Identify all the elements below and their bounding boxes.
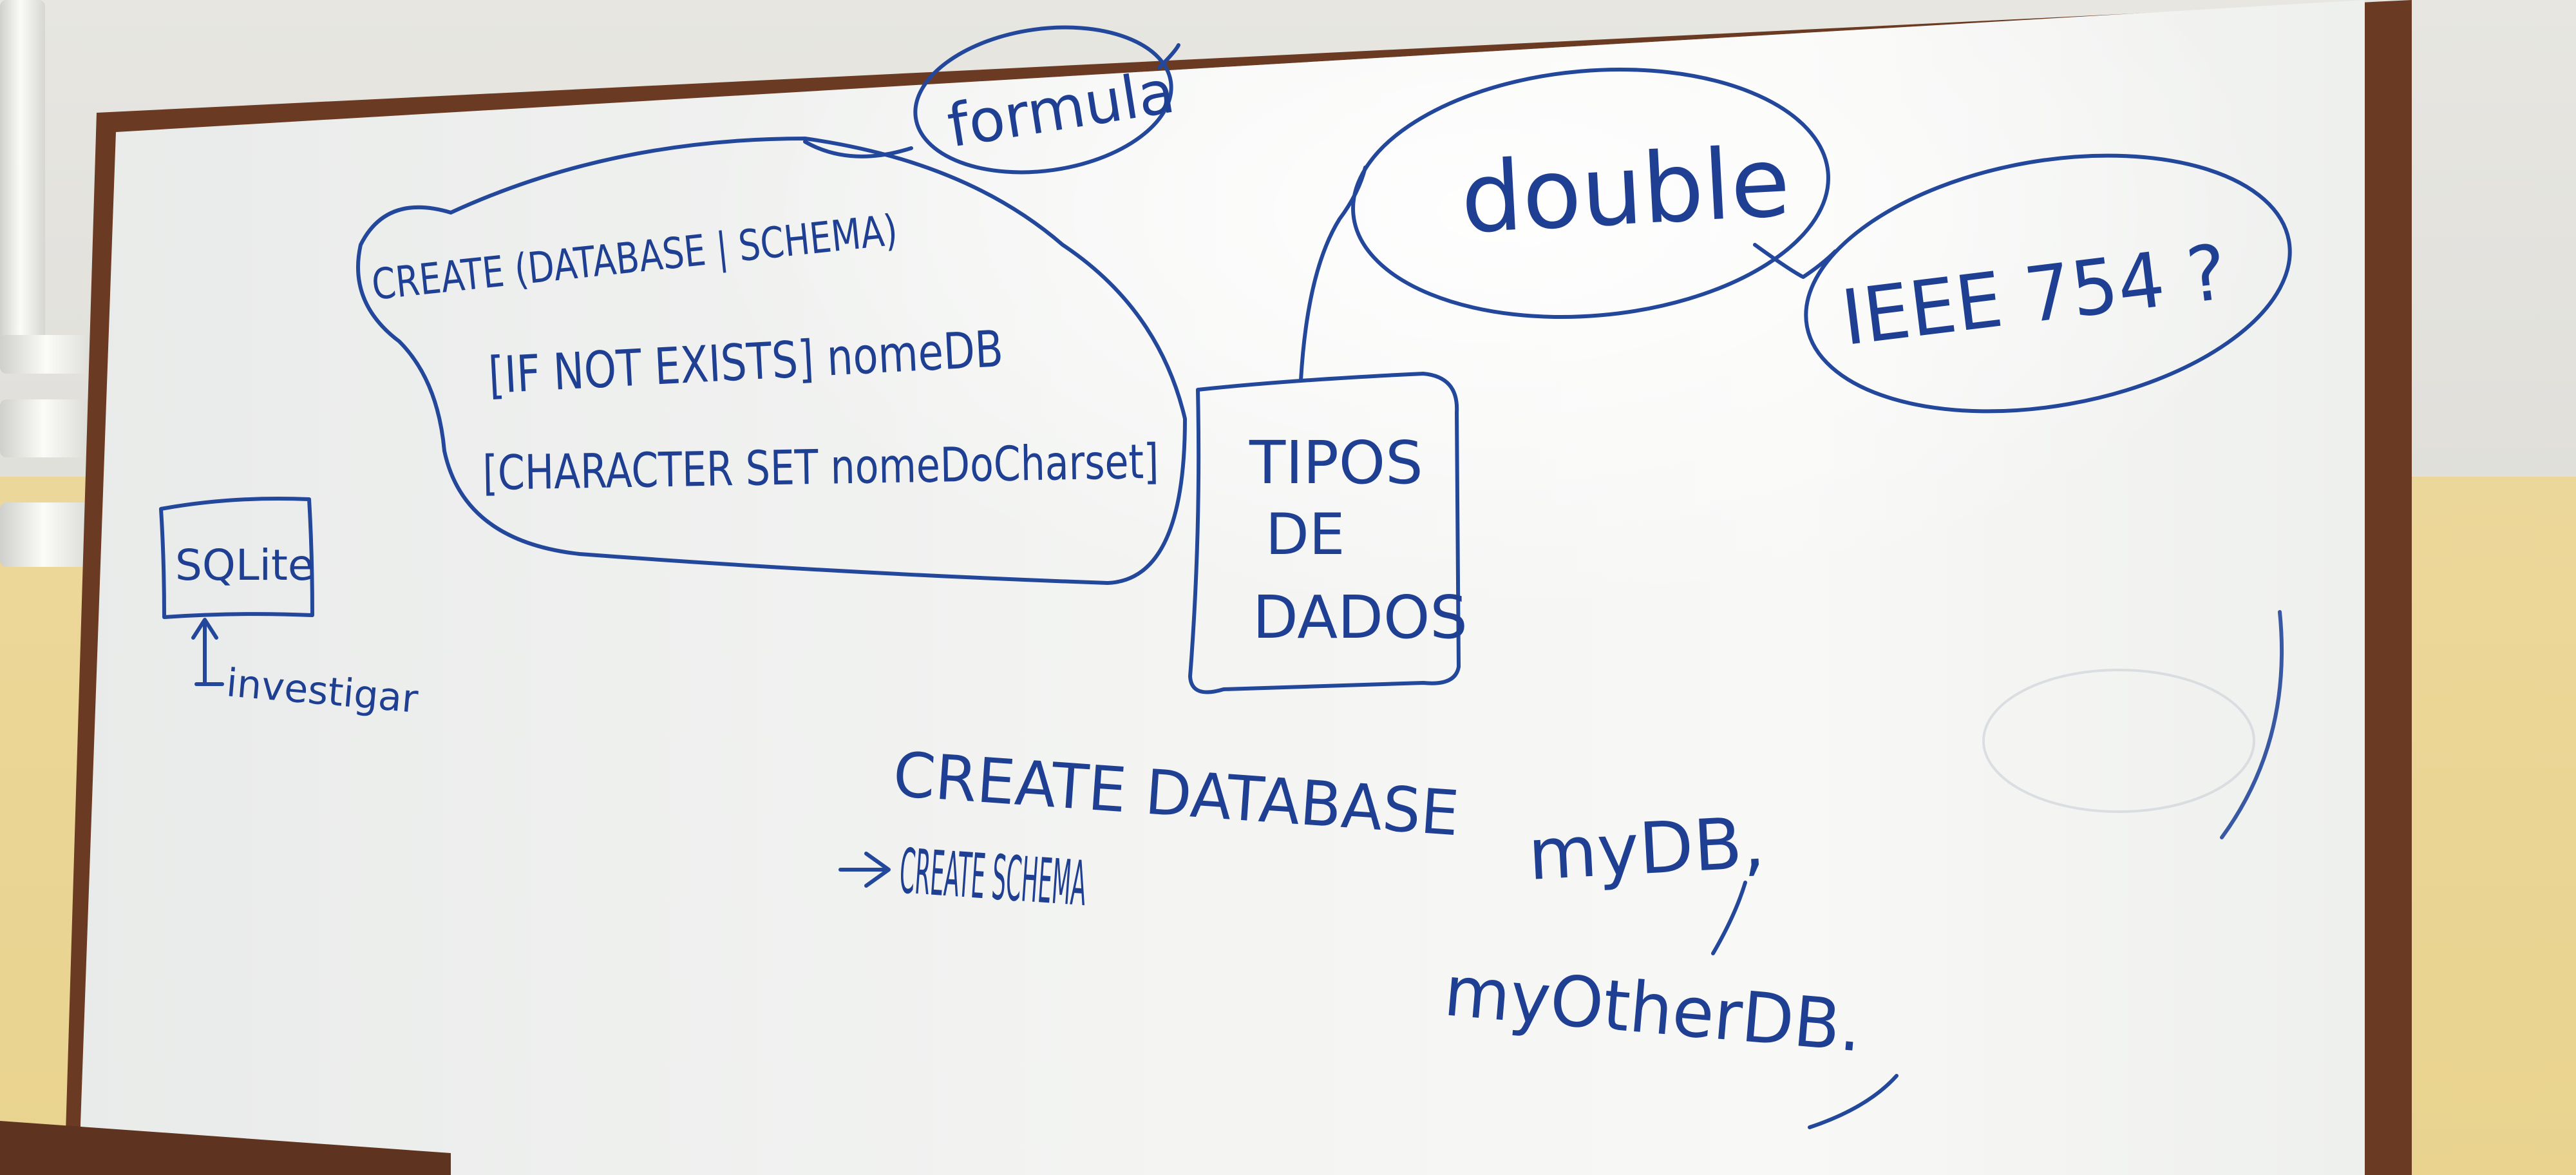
stray-marker-stroke [2220,610,2284,839]
formula-connector [803,140,913,158]
create-syntax-line-3: [CHARACTER SET nomeDoCharset] [482,434,1159,501]
create-syntax-outline [356,137,1187,585]
example-arrow [838,852,891,888]
wall-pipe-vertical [0,0,45,348]
sqlite-label: SQLite [175,540,314,590]
ieee-bubble [1804,153,2292,414]
tipos-line-2: DE [1265,501,1345,568]
formula-bubble [913,25,1173,175]
wall-pipe-joint [0,335,103,374]
double-bubble [1351,67,1830,320]
erased-ghost-mark [1982,669,2255,813]
investigar-arrow [191,618,218,685]
board-tray [0,1121,451,1175]
wall-pipe-lower [0,502,97,567]
example-create-schema: CREATE SCHEMA [897,835,1088,920]
sqlite-box [159,497,314,619]
tipos-line-3: DADOS [1253,583,1468,652]
wall-pipe-horizontal [0,399,97,457]
double-label: double [1458,126,1793,256]
tipos-line-1: TIPOS [1249,428,1423,497]
example-db-name: myDB, [1526,801,1767,896]
tipos-de-dados-box [1188,372,1461,694]
